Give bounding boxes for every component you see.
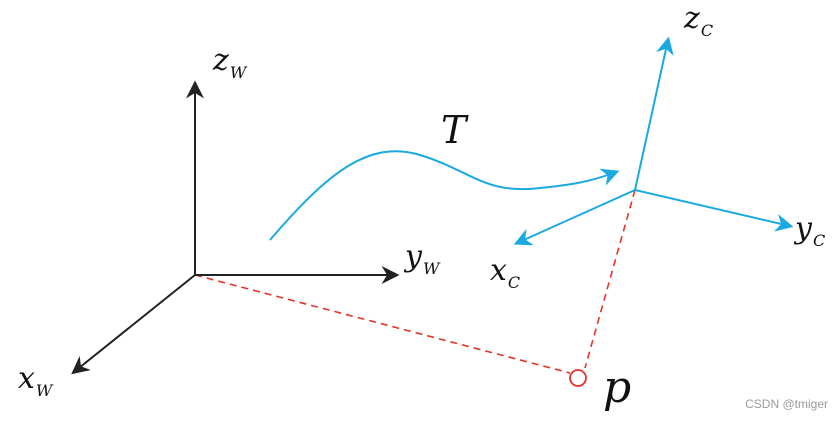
world-y-label: yW xyxy=(403,239,441,278)
world-x-label: xW xyxy=(18,361,54,400)
camera-x-label: xC xyxy=(490,253,520,292)
world-x-axis xyxy=(71,274,196,375)
camera-y-label: yC xyxy=(793,211,825,250)
camera-to-point-dashed-line xyxy=(584,189,636,369)
watermark-text: CSDN @tmiger xyxy=(745,397,828,411)
world-z-label: zW xyxy=(212,43,248,82)
point-p-label: p xyxy=(603,362,631,413)
transform-curve xyxy=(269,150,620,241)
camera-z-label: zC xyxy=(683,1,713,40)
camera-y-axis xyxy=(634,189,794,232)
camera-x-axis xyxy=(513,189,636,246)
point-p-marker xyxy=(569,369,587,387)
world-to-point-dashed-line xyxy=(194,274,571,374)
transform-label: T xyxy=(441,108,469,152)
camera-z-axis xyxy=(634,36,674,191)
